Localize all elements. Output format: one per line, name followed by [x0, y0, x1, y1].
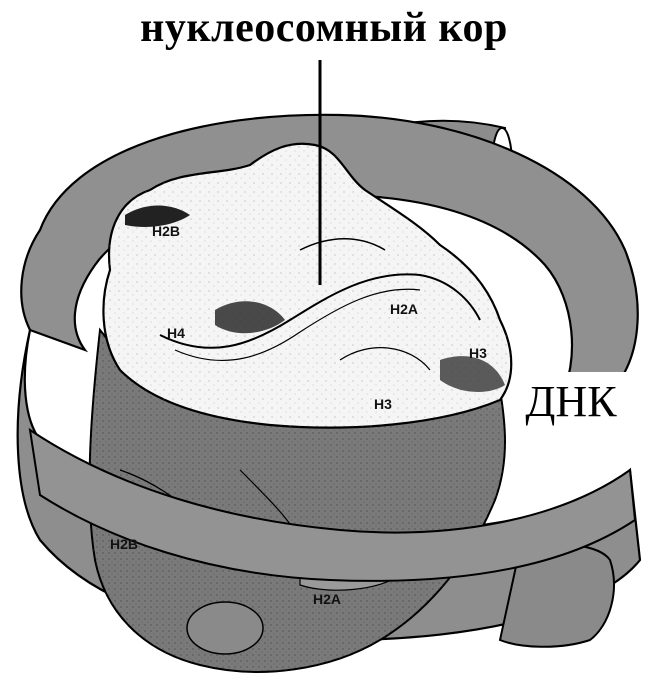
histone-label-h3-front: H3 — [374, 396, 392, 412]
histone-label-h2b-top: H2B — [152, 223, 180, 239]
dna-label: ДНК — [512, 372, 630, 432]
histone-label-h2a-top: H2A — [390, 301, 418, 317]
histone-label-h2a-bottom: H2A — [313, 591, 341, 607]
histone-label-h2b-bottom: H2B — [110, 536, 138, 552]
title: нуклеосомный кор — [0, 4, 648, 52]
histone-label-h3-right: H3 — [469, 345, 487, 361]
histone-label-h4: H4 — [167, 325, 185, 341]
